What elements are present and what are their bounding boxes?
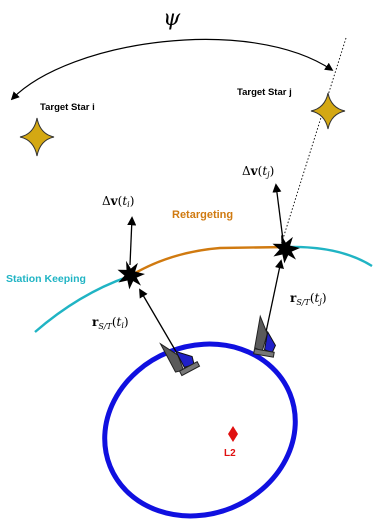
delta-v-label-j: Δv(tj) (242, 164, 274, 179)
l2-label: L2 (224, 448, 236, 459)
delta-v-arrow-i (127, 216, 137, 266)
delta-v-label-i: Δv(ti) (102, 194, 134, 209)
station-keeping-path (34, 245, 373, 333)
angle-arc (10, 38, 334, 101)
line-of-sight-j (280, 37, 347, 246)
station-keeping-label: Station Keeping (6, 273, 86, 285)
retargeting-label: Retargeting (172, 209, 233, 221)
target-star-j-label: Target Star j (237, 87, 292, 98)
retargeting-path (129, 245, 289, 278)
orbit-ellipse (102, 341, 298, 519)
starshade-burst-j-icon (272, 234, 300, 264)
delta-v-arrow-j (272, 183, 284, 241)
position-vector-arrow-j (265, 259, 284, 333)
starshade-burst-i-icon (117, 260, 145, 290)
position-vector-label-i: rS/T(ti) (92, 315, 129, 331)
l2-point-icon (228, 426, 238, 442)
target-star-j-icon (310, 92, 346, 130)
telescope-i-icon (159, 342, 201, 377)
position-vector-label-j: rS/T(tj) (290, 291, 327, 307)
angle-symbol: ψ (163, 6, 181, 31)
target-star-i-label: Target Star i (40, 102, 95, 113)
telescope-j-icon (253, 314, 277, 358)
target-star-i-icon (19, 117, 55, 157)
